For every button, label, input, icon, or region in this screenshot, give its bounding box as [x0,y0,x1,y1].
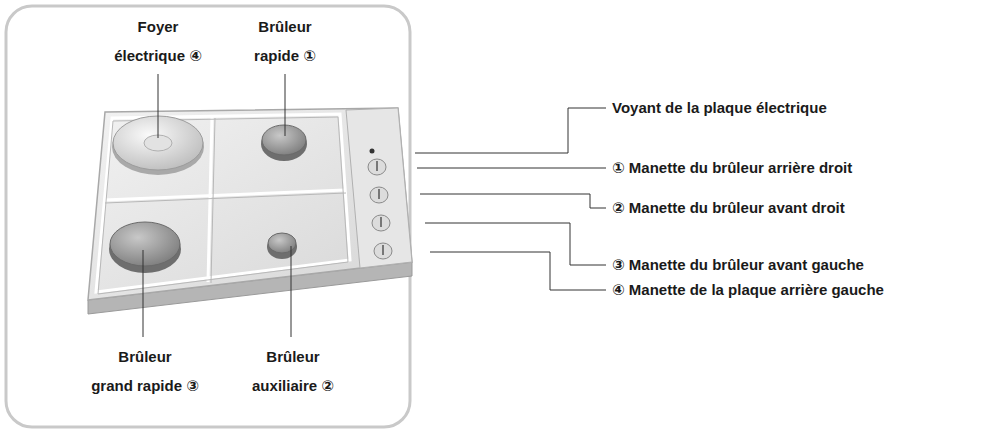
burner-large [110,222,180,266]
label-line: Brûleur [91,342,199,371]
burner-auxiliary [268,233,296,253]
part-label: Foyer électrique ④ [114,12,202,70]
grate [96,114,350,292]
label-line: Brûleur [252,342,334,371]
knob-grips [377,161,383,255]
callout-label: ① Manette du brûleur arrière droit [610,159,854,177]
knobs [368,159,392,259]
cooktop-surface [88,108,412,300]
callout-label: ④ Manette de la plaque arrière gauche [610,281,886,299]
label-line: électrique ④ [114,41,202,70]
label-line: auxiliaire ② [252,371,334,400]
part-label: Brûleur auxiliaire ② [252,342,334,400]
callout-label: ② Manette du brûleur avant droit [610,199,847,217]
burner-rapid [262,125,306,155]
label-line: Foyer [114,12,202,41]
label-line: grand rapide ③ [91,371,199,400]
callout-label: ③ Manette du brûleur avant gauche [610,256,866,274]
grate-shadow [98,117,348,294]
leader-lines [143,74,606,337]
indicator-light [370,149,375,154]
part-label: Brûleur grand rapide ③ [91,342,199,400]
control-panel [346,108,412,268]
callout-label: Voyant de la plaque électrique [610,99,829,117]
part-label: Brûleur rapide ① [254,12,316,70]
label-line: Brûleur [254,12,316,41]
label-line: rapide ① [254,41,316,70]
